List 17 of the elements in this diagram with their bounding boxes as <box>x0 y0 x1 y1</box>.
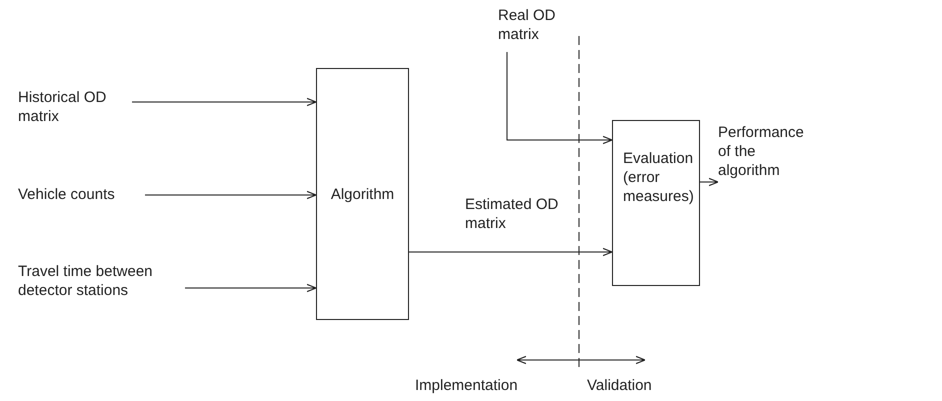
section-label: Implementation <box>415 376 518 395</box>
box-label: Algorithm <box>330 184 394 204</box>
arrow <box>408 248 613 256</box>
node-text: Travel time between detector stations <box>18 262 154 300</box>
process-box <box>316 68 409 320</box>
node-text: Vehicle counts <box>18 185 116 204</box>
arrow <box>506 52 613 144</box>
box-label: Evaluation (error measures) <box>623 149 695 206</box>
node-text: Real OD matrix <box>498 6 557 44</box>
arrow <box>700 178 719 186</box>
arrow <box>184 284 317 292</box>
arrow <box>132 98 317 106</box>
node-text: Performance of the algorithm <box>718 123 805 180</box>
section-label: Validation <box>587 376 652 395</box>
process-box <box>612 120 700 286</box>
node-text: Historical OD matrix <box>18 88 108 126</box>
arrow <box>144 190 317 200</box>
